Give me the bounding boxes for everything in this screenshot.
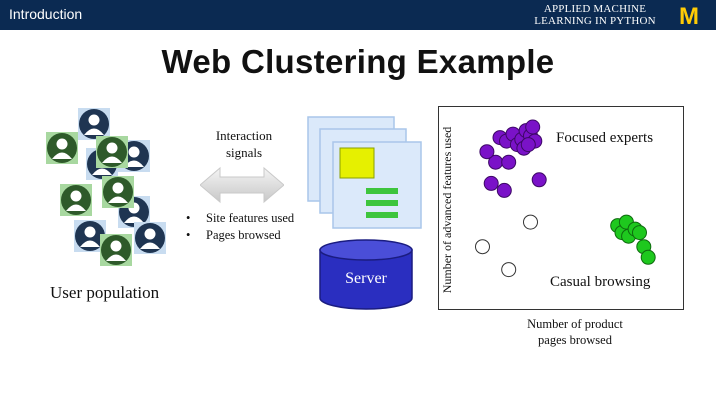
x-axis-label: Number of product pages browsed — [500, 316, 650, 348]
logo-letter: M — [679, 3, 699, 27]
course-title: APPLIED MACHINE LEARNING IN PYTHON — [530, 3, 660, 27]
web-page-icon — [307, 116, 422, 229]
focused-point — [525, 119, 541, 135]
course-title-line2: LEARNING IN PYTHON — [534, 15, 656, 27]
user-icon — [100, 234, 132, 266]
user-icon — [78, 108, 110, 140]
unclustered-point — [523, 214, 538, 230]
unclustered-point — [501, 262, 517, 278]
bullet-item: Pages browsed — [186, 227, 294, 244]
server-label: Server — [345, 270, 387, 287]
header-bar: Introduction APPLIED MACHINE LEARNING IN… — [0, 0, 716, 30]
user-icon — [96, 136, 128, 168]
server-database-icon — [319, 239, 413, 310]
interaction-signals-label: Interaction signals — [200, 127, 288, 161]
slide-title: Web Clustering Example — [161, 43, 555, 80]
x-axis-label-line2: pages browsed — [538, 333, 612, 347]
double-arrow-icon — [200, 166, 284, 204]
focused-point — [479, 144, 495, 160]
user-icon — [46, 132, 78, 164]
user-icon — [74, 220, 106, 252]
user-icon — [134, 222, 166, 254]
michigan-logo-icon: M — [679, 3, 699, 27]
course-title-line1: APPLIED MACHINE — [543, 3, 647, 15]
focused-point — [483, 175, 499, 191]
bullet-item: Site features used — [186, 210, 294, 227]
casual-point — [632, 225, 647, 241]
focused-point — [520, 137, 536, 153]
user-population-group — [46, 108, 166, 266]
interaction-signals-line2: signals — [225, 145, 263, 160]
focused-point — [531, 172, 547, 188]
focused-point — [501, 154, 517, 170]
unclustered-point — [475, 239, 490, 255]
casual-point — [640, 249, 656, 265]
user-icon — [102, 176, 134, 208]
user-population-label: User population — [50, 283, 160, 302]
x-axis-label-line1: Number of product — [527, 317, 623, 331]
cluster-label-focused: Focused experts — [556, 130, 654, 146]
plot-frame — [438, 106, 684, 310]
section-title: Introduction — [9, 6, 83, 22]
signal-bullet-list: Site features used Pages browsed — [186, 210, 294, 244]
focused-point — [496, 182, 512, 198]
interaction-signals-line1: Interaction — [215, 128, 273, 143]
user-icon — [60, 184, 92, 216]
cluster-scatter-plot — [438, 106, 684, 310]
y-axis-label: Number of advanced features used — [440, 126, 454, 294]
cluster-label-casual: Casual browsing — [550, 274, 651, 290]
